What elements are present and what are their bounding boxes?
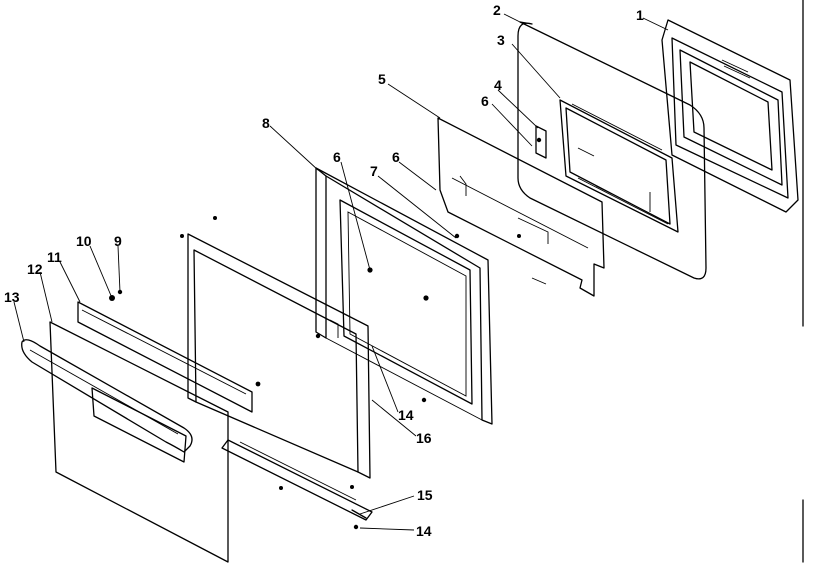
part-3-window-glass [559, 99, 679, 233]
callout-7: 7 [370, 163, 378, 179]
callout-15: 15 [417, 487, 433, 503]
callout-12: 12 [27, 261, 43, 277]
callout-4: 4 [494, 77, 502, 93]
part-12-outer-panel [49, 321, 229, 563]
callout-9: 9 [114, 233, 122, 249]
part-8-middle-frame [315, 167, 493, 425]
callout-1: 1 [636, 7, 644, 23]
callout-5: 5 [378, 71, 386, 87]
callout-11: 11 [47, 249, 62, 265]
part-11-handle-rail [77, 301, 261, 413]
callout-6-top: 6 [481, 93, 489, 109]
fasteners-14-15 [351, 509, 367, 530]
callout-16: 16 [416, 430, 432, 446]
callout-3: 3 [497, 32, 505, 48]
part-5-inner-panel [437, 117, 605, 297]
part-16-front-frame [180, 216, 373, 521]
callout-6-right: 6 [392, 149, 400, 165]
callout-2: 2 [493, 2, 501, 18]
callout-8: 8 [262, 115, 270, 131]
part-4-bracket [535, 125, 547, 159]
callout-13: 13 [4, 289, 20, 305]
leader-lines [13, 13, 669, 531]
callout-10: 10 [76, 233, 92, 249]
part-1-outer-frame [661, 19, 799, 213]
part-2-gasket [517, 21, 707, 280]
callout-14-middle: 14 [398, 407, 414, 423]
callout-14-bottom: 14 [416, 523, 432, 539]
callout-6-middle: 6 [333, 149, 341, 165]
callout-numbers: 1 2 3 4 6 5 8 6 7 6 9 10 11 12 13 14 16 … [4, 2, 644, 539]
part-13-door-handle [21, 339, 193, 453]
